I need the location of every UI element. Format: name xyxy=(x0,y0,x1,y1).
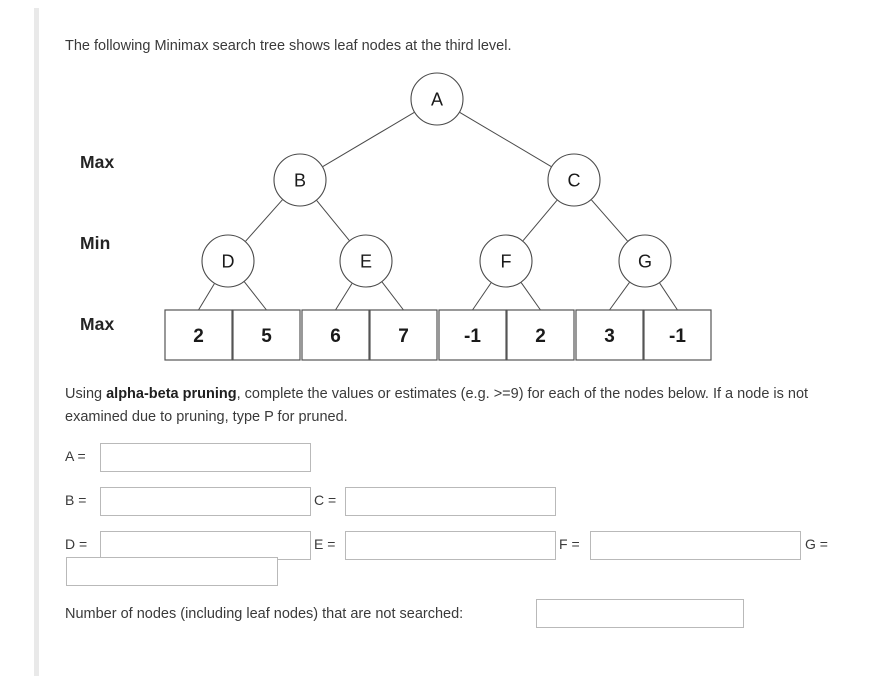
tree-node-b: B xyxy=(273,153,327,207)
tree-node-f: F xyxy=(479,234,533,288)
leaf-value-7: -1 xyxy=(669,326,686,347)
page-edge-rail xyxy=(34,8,39,676)
tree-leaf-boxes: 2 5 6 7 -1 2 3 -1 xyxy=(164,309,712,361)
tree-node-a: A xyxy=(410,72,464,126)
label-g: G = xyxy=(805,536,828,552)
label-d: D = xyxy=(65,536,88,552)
leaf-value-0: 2 xyxy=(193,326,204,347)
leaf-box-7 xyxy=(643,309,712,361)
label-c: C = xyxy=(314,492,337,508)
node-label-e: E xyxy=(360,252,372,272)
node-label-c: C xyxy=(568,171,581,191)
prompt-part-2: , complete the values or estimates (e.g.… xyxy=(65,386,809,425)
leaf-value-2: 6 xyxy=(330,326,341,347)
tree-graphic: 2 5 6 7 -1 2 3 -1 A B C D E F G xyxy=(164,72,712,361)
tree-edge-a-c xyxy=(459,112,552,167)
input-a[interactable] xyxy=(100,443,311,472)
node-circle-a xyxy=(410,72,464,126)
leaf-node-5: 2 xyxy=(506,309,575,361)
label-a: A = xyxy=(65,448,86,464)
node-circle-b xyxy=(273,153,327,207)
input-c[interactable] xyxy=(345,487,556,516)
leaf-value-3: 7 xyxy=(398,326,409,347)
input-nodes-not-searched[interactable] xyxy=(536,599,744,628)
tree-edge-f-leaf4 xyxy=(472,282,492,311)
node-label-a: A xyxy=(431,90,443,110)
minimax-tree-figure: Max Min Max 2 5 6 7 -1 2 3 -1 A B C D E F G xyxy=(60,66,760,366)
tree-node-c: C xyxy=(547,153,601,207)
tree-node-g: G xyxy=(618,234,672,288)
prompt-bold-term: alpha-beta pruning xyxy=(106,386,237,402)
leaf-box-5 xyxy=(506,309,575,361)
tree-edge-e-leaf3 xyxy=(381,281,404,311)
leaf-box-0 xyxy=(164,309,233,361)
input-f[interactable] xyxy=(590,531,801,560)
leaf-node-7: -1 xyxy=(643,309,712,361)
node-label-g: G xyxy=(638,252,652,272)
node-label-b: B xyxy=(294,171,306,191)
tree-edge-f-leaf5 xyxy=(520,282,541,311)
node-label-d: D xyxy=(222,252,235,272)
tree-node-e: E xyxy=(339,234,393,288)
label-b: B = xyxy=(65,492,87,508)
leaf-value-6: 3 xyxy=(604,326,615,347)
level-label-min: Min xyxy=(80,233,111,253)
tree-edge-b-e xyxy=(316,200,350,241)
input-d[interactable] xyxy=(100,531,311,560)
level-label-max-top: Max xyxy=(80,152,115,172)
leaf-node-2: 6 xyxy=(301,309,370,361)
node-circle-d xyxy=(201,234,255,288)
tree-edge-g-leaf6 xyxy=(609,282,630,311)
tree-edge-a-b xyxy=(322,112,415,167)
node-circle-g xyxy=(618,234,672,288)
input-b[interactable] xyxy=(100,487,311,516)
label-f: F = xyxy=(559,536,580,552)
tree-edge-e-leaf2 xyxy=(335,283,353,311)
tree-edge-g-leaf7 xyxy=(659,282,678,311)
prompt-part-1: Using xyxy=(65,386,107,402)
node-label-f: F xyxy=(501,252,512,272)
tree-edge-d-leaf1 xyxy=(243,281,267,311)
leaf-box-4 xyxy=(438,309,507,361)
intro-text: The following Minimax search tree shows … xyxy=(65,38,512,54)
leaf-node-6: 3 xyxy=(575,309,644,361)
leaf-box-1 xyxy=(232,309,301,361)
input-e[interactable] xyxy=(345,531,556,560)
leaf-node-1: 5 xyxy=(232,309,301,361)
leaf-value-1: 5 xyxy=(261,326,272,347)
label-e: E = xyxy=(314,536,336,552)
tree-nodes: A B C D E F G xyxy=(201,72,672,288)
leaf-node-0: 2 xyxy=(164,309,233,361)
leaf-value-4: -1 xyxy=(464,326,481,347)
tree-edges xyxy=(198,112,678,311)
leaf-value-5: 2 xyxy=(535,326,546,347)
tree-edge-d-leaf0 xyxy=(198,283,215,311)
node-circle-c xyxy=(547,153,601,207)
tree-node-d: D xyxy=(201,234,255,288)
tree-edge-c-f xyxy=(522,199,558,242)
leaf-box-3 xyxy=(369,309,438,361)
level-label-max-bottom: Max xyxy=(80,314,115,334)
instruction-paragraph: Using alpha-beta pruning, complete the v… xyxy=(65,383,855,429)
leaf-node-4: -1 xyxy=(438,309,507,361)
tree-edge-c-g xyxy=(591,199,628,242)
tree-edge-b-d xyxy=(245,199,283,242)
input-g[interactable] xyxy=(66,557,278,586)
node-circle-e xyxy=(339,234,393,288)
leaf-box-6 xyxy=(575,309,644,361)
node-circle-f xyxy=(479,234,533,288)
not-searched-question-label: Number of nodes (including leaf nodes) t… xyxy=(65,606,464,622)
leaf-node-3: 7 xyxy=(369,309,438,361)
leaf-box-2 xyxy=(301,309,370,361)
